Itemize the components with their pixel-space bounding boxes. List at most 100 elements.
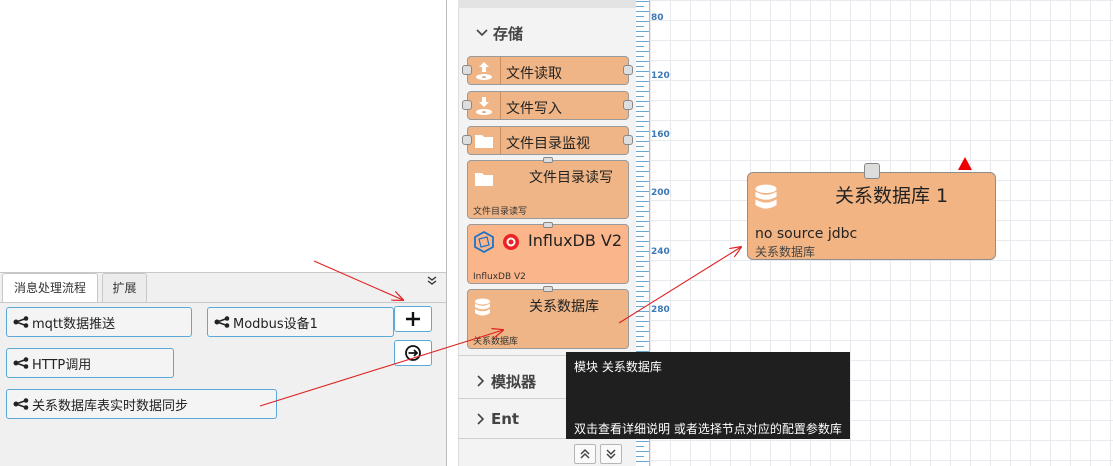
ruler-tick xyxy=(636,231,649,232)
ruler-label: 160 xyxy=(651,130,670,140)
ruler-tick xyxy=(636,111,649,112)
add-flow-button[interactable] xyxy=(394,306,432,332)
palette-node-file-write[interactable]: 文件写入 xyxy=(467,91,629,120)
tab-message-flows[interactable]: 消息处理流程 xyxy=(2,273,98,302)
folder-icon xyxy=(468,127,501,154)
input-port[interactable] xyxy=(864,163,880,179)
chevron-down-icon xyxy=(476,29,488,37)
warning-triangle-icon xyxy=(958,157,972,170)
ruler-tick xyxy=(636,126,644,127)
ruler-label: 120 xyxy=(651,71,670,81)
ruler-tick xyxy=(636,36,644,37)
ruler-tick xyxy=(636,341,649,342)
node-label: 关系数据库 xyxy=(529,299,599,315)
node-label: InfluxDB V2 xyxy=(528,231,623,250)
tab-extensions[interactable]: 扩展 xyxy=(102,273,147,302)
ruler-tick xyxy=(636,191,649,192)
node-label: 文件读取 xyxy=(506,66,562,82)
ruler-tick xyxy=(636,201,649,202)
flow-item-label: 关系数据库表实时数据同步 xyxy=(32,398,189,414)
ruler-tick xyxy=(636,316,644,317)
ruler-tick xyxy=(636,181,649,182)
ruler-tick xyxy=(636,306,644,307)
tooltip-title: 模块 关系数据库 xyxy=(574,360,662,374)
file-upload-icon xyxy=(468,57,501,84)
ruler-tick xyxy=(636,151,649,152)
double-chevron-down-icon xyxy=(606,449,616,460)
ruler-tick xyxy=(636,6,644,7)
flow-item-mqtt[interactable]: mqtt数据推送 xyxy=(6,307,192,337)
palette-category-simulator[interactable]: 模拟器 xyxy=(476,369,536,393)
database-icon xyxy=(754,183,778,217)
import-flow-button[interactable] xyxy=(394,340,432,366)
ruler-tick xyxy=(636,146,644,147)
ruler-tick xyxy=(636,236,644,237)
chevron-right-icon xyxy=(477,375,485,387)
panel-divider[interactable] xyxy=(446,0,447,466)
palette-scroll-up-button[interactable] xyxy=(574,444,596,464)
double-chevron-down-icon[interactable] xyxy=(427,276,437,288)
folder-icon xyxy=(474,171,494,191)
ruler-label: 80 xyxy=(651,13,664,23)
input-port[interactable] xyxy=(543,222,553,228)
flow-item-db-sync[interactable]: 关系数据库表实时数据同步 xyxy=(6,389,277,419)
tooltip-body: 双击查看详细说明 或者选择节点对应的配置参数库 xyxy=(574,422,842,436)
ruler-tick xyxy=(636,171,649,172)
ruler-tick xyxy=(636,116,644,117)
palette-scroll-down-button[interactable] xyxy=(600,444,622,464)
flow-item-label: Modbus设备1 xyxy=(233,316,318,332)
palette-divider xyxy=(458,355,636,356)
ruler-tick xyxy=(636,226,644,227)
palette-node-relational-db[interactable]: 关系数据库 关系数据库 xyxy=(467,289,629,349)
palette-category-ent[interactable]: Ent xyxy=(476,407,519,431)
ruler-tick xyxy=(636,21,649,22)
ruler-label: 280 xyxy=(651,305,670,315)
node-sublabel: 关系数据库 xyxy=(473,337,519,347)
canvas-node-relational-db[interactable] xyxy=(747,172,996,260)
ruler-tick xyxy=(636,131,649,132)
palette-node-file-read[interactable]: 文件读取 xyxy=(467,56,629,85)
flow-share-icon xyxy=(13,316,29,328)
ruler-tick xyxy=(636,446,644,447)
ruler-tick xyxy=(636,186,644,187)
input-port[interactable] xyxy=(543,157,553,163)
ruler-tick xyxy=(636,1,649,2)
node-status: no source jdbc xyxy=(755,226,858,242)
ruler-tick xyxy=(636,81,649,82)
ruler-tick xyxy=(636,321,649,322)
ruler-tick xyxy=(636,281,649,282)
ruler-tick xyxy=(636,51,649,52)
node-sublabel: InfluxDB V2 xyxy=(473,272,526,282)
input-port[interactable] xyxy=(462,65,472,75)
flow-item-http[interactable]: HTTP调用 xyxy=(6,348,174,378)
palette-node-dir-rw[interactable]: 文件目录读写 文件目录读写 xyxy=(467,160,629,219)
ruler-tick xyxy=(636,216,644,217)
ruler-tick xyxy=(636,176,644,177)
input-port[interactable] xyxy=(543,286,553,292)
ruler-tick xyxy=(636,166,644,167)
output-port[interactable] xyxy=(623,100,633,110)
influxdb-icon xyxy=(473,230,519,257)
output-port[interactable] xyxy=(623,65,633,75)
ruler-tick xyxy=(636,336,644,337)
node-label: 文件写入 xyxy=(506,101,562,117)
double-chevron-up-icon xyxy=(580,448,590,459)
flow-item-modbus[interactable]: Modbus设备1 xyxy=(207,307,394,337)
input-port[interactable] xyxy=(462,135,472,145)
ruler-tick xyxy=(636,211,649,212)
ruler-tick xyxy=(636,136,644,137)
node-label: 文件目录监视 xyxy=(506,136,590,152)
ruler-tick xyxy=(636,196,644,197)
output-port[interactable] xyxy=(623,135,633,145)
palette-node-dir-watch[interactable]: 文件目录监视 xyxy=(467,126,629,155)
node-sublabel: 文件目录读写 xyxy=(473,207,528,217)
ruler-tick xyxy=(636,276,644,277)
palette-node-influxdb[interactable]: InfluxDB V2 InfluxDB V2 xyxy=(467,224,629,284)
node-tooltip: 模块 关系数据库 双击查看详细说明 或者选择节点对应的配置参数库 xyxy=(566,352,850,439)
circle-arrow-icon xyxy=(405,345,421,361)
palette-divider xyxy=(458,438,636,439)
input-port[interactable] xyxy=(462,100,472,110)
ruler-tick xyxy=(636,26,644,27)
ruler-tick xyxy=(636,141,649,142)
palette-category-storage[interactable]: 存储 xyxy=(476,21,523,45)
